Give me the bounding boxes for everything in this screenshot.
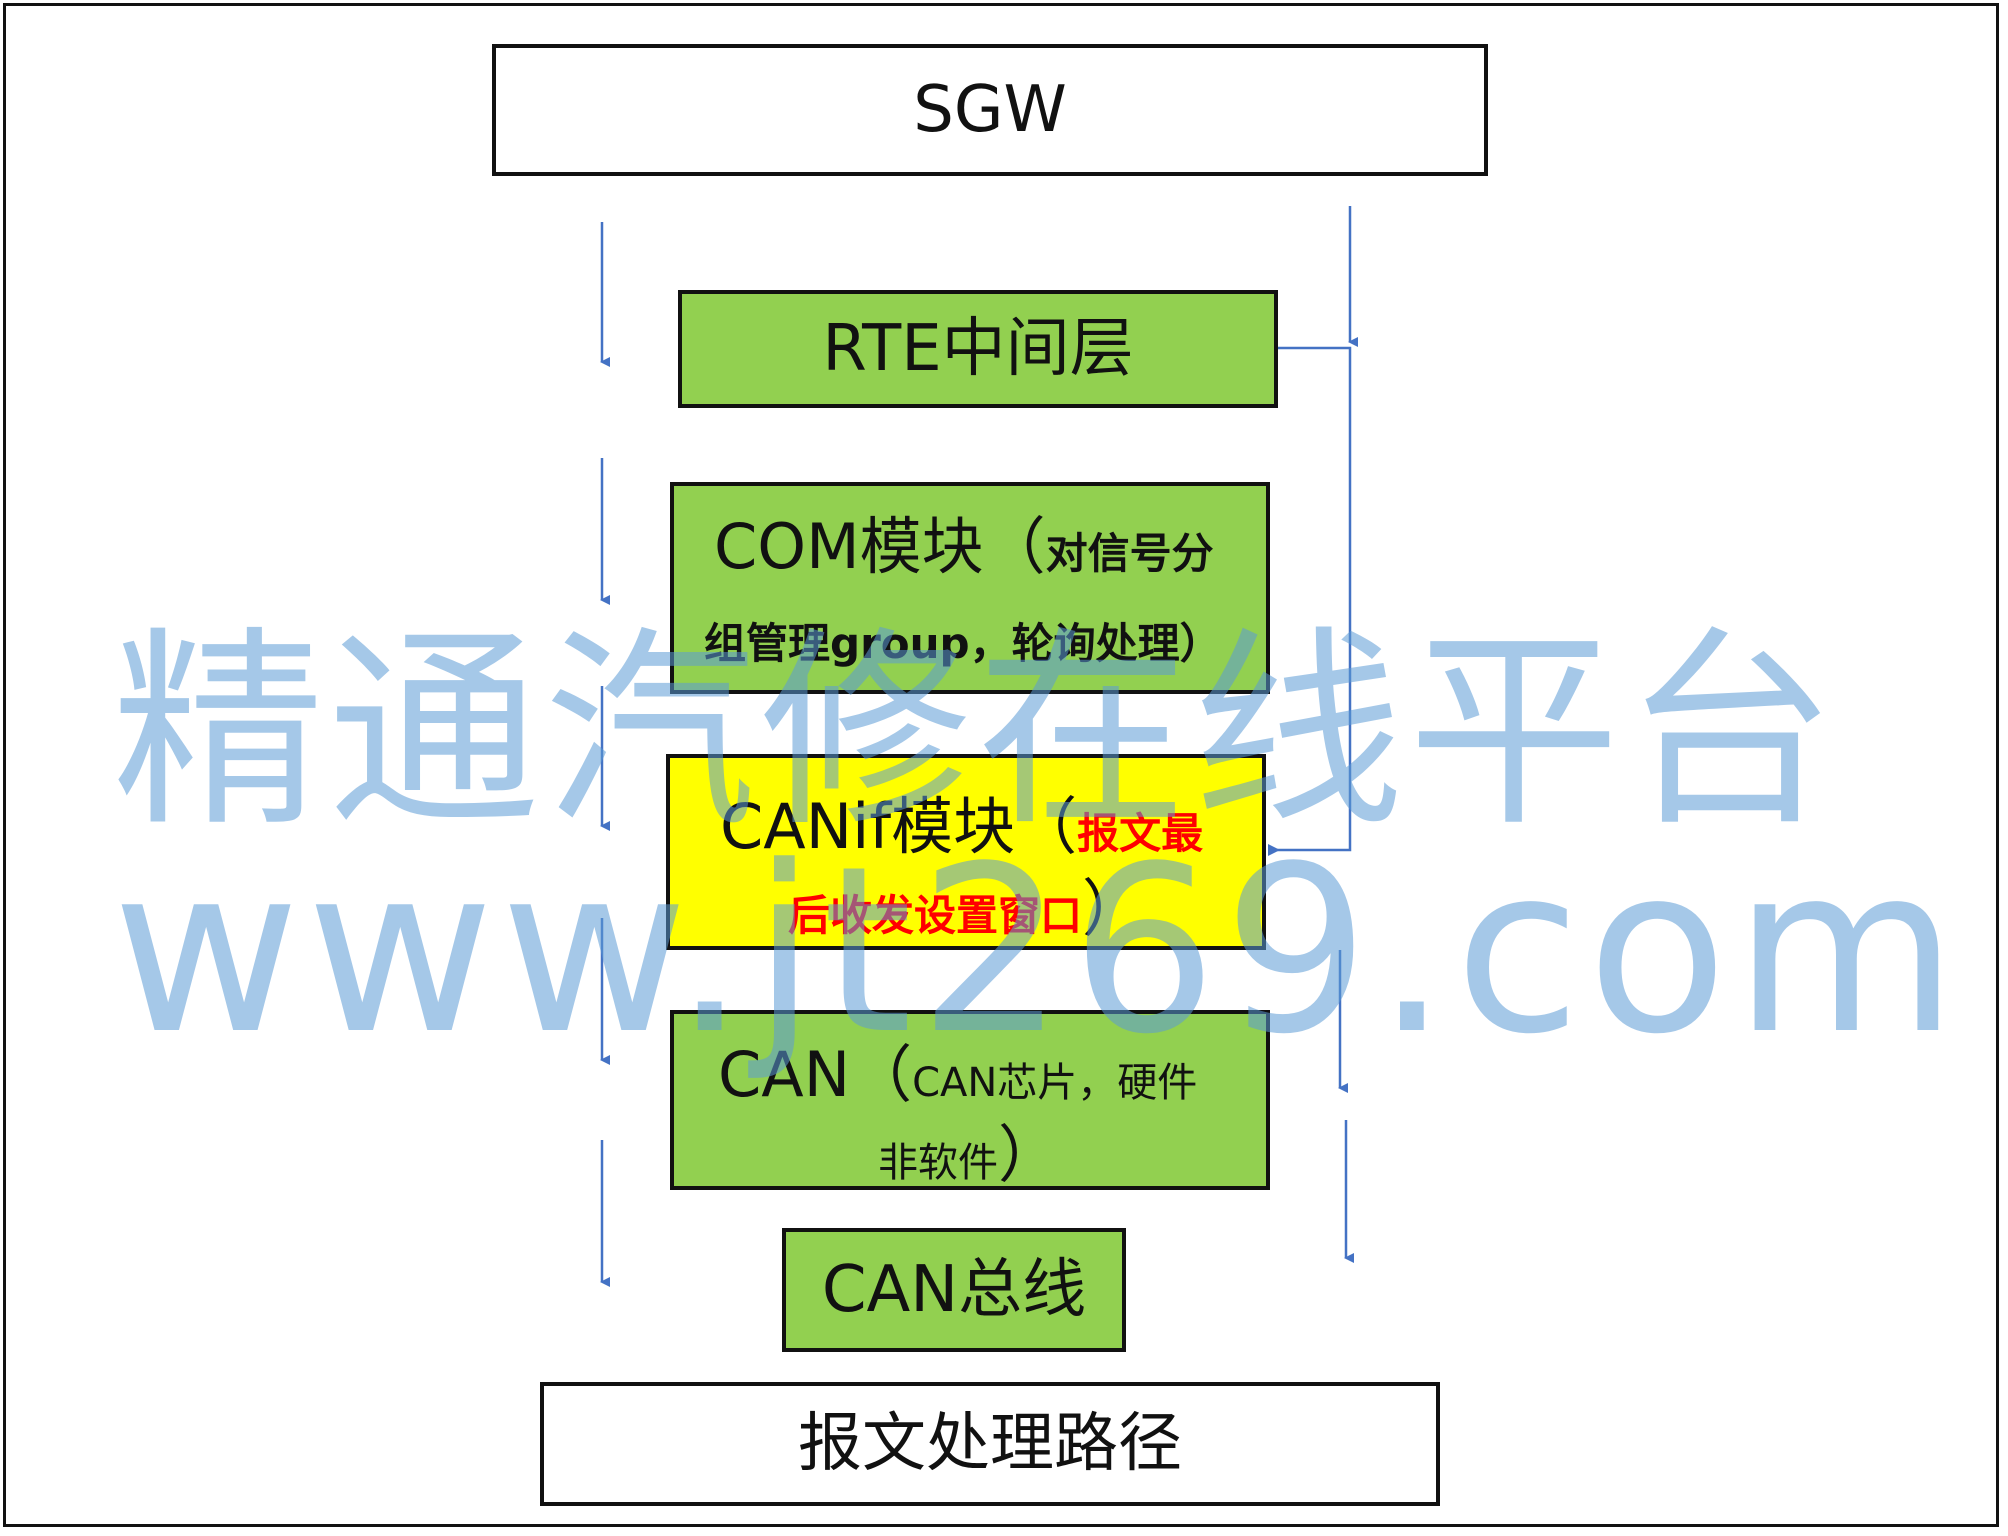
sgw-box: SGW bbox=[492, 44, 1488, 176]
can-note-line2: 非软件 bbox=[878, 1140, 998, 1186]
canif-box: CANif模块（报文最 后收发设置窗口） bbox=[666, 754, 1266, 950]
can-title-line: CAN（CAN芯片，硬件 bbox=[718, 1044, 1197, 1108]
footer-label: 报文处理路径 bbox=[798, 1407, 1182, 1481]
canif-close: ） bbox=[1082, 872, 1145, 945]
can-note-line1: CAN芯片，硬件 bbox=[912, 1060, 1198, 1106]
com-note-line2: 组管理group，轮询处理） bbox=[704, 619, 1222, 668]
com-title: COM模块（ bbox=[714, 510, 1046, 583]
rte-box: RTE中间层 bbox=[678, 290, 1278, 408]
sgw-label: SGW bbox=[913, 73, 1067, 147]
can-box: CAN（CAN芯片，硬件 非软件） bbox=[670, 1010, 1270, 1190]
canif-note-line2-wrap: 后收发设置窗口） bbox=[788, 878, 1144, 943]
can-bus-box: CAN总线 bbox=[782, 1228, 1126, 1352]
rte-label: RTE中间层 bbox=[822, 312, 1134, 386]
can-title: CAN（ bbox=[718, 1038, 913, 1111]
canif-title-line: CANif模块（报文最 bbox=[720, 796, 1203, 861]
can-note-line2-wrap: 非软件） bbox=[878, 1124, 1060, 1188]
canif-title: CANif模块（ bbox=[720, 790, 1078, 863]
com-note-line1: 对信号分 bbox=[1045, 529, 1214, 578]
canif-note-line1: 报文最 bbox=[1077, 809, 1204, 858]
canif-note-line2: 后收发设置窗口 bbox=[788, 891, 1083, 940]
footer-box: 报文处理路径 bbox=[540, 1382, 1440, 1506]
can-bus-label: CAN总线 bbox=[821, 1253, 1087, 1327]
com-title-line: COM模块（对信号分 bbox=[714, 516, 1214, 581]
can-close: ） bbox=[998, 1118, 1061, 1191]
com-box: COM模块（对信号分 组管理group，轮询处理） bbox=[670, 482, 1270, 694]
